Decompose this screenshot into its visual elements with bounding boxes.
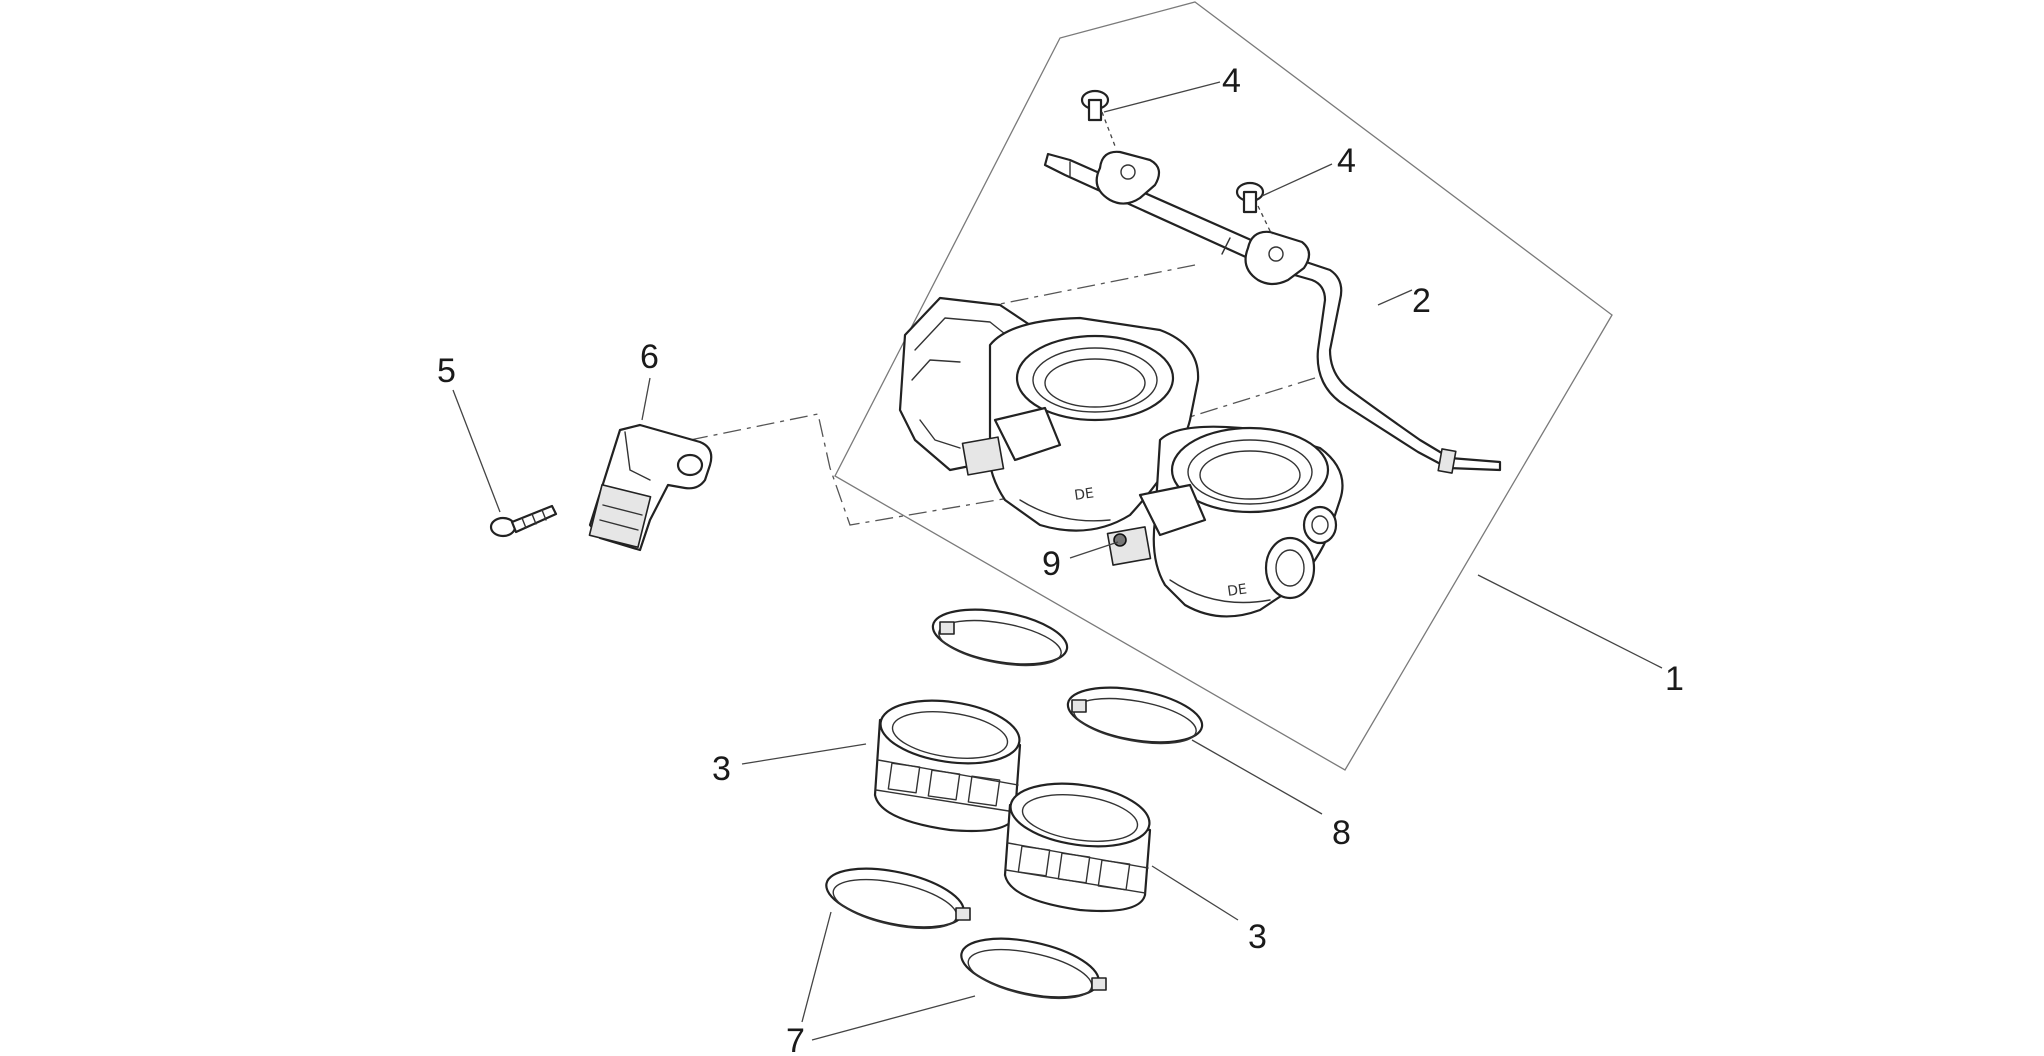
throttle-body: DE DE [898,296,1344,618]
clamp-upper-left [931,608,1069,667]
callout-7: 7 [786,1022,805,1056]
intake-sleeve-left [873,699,1022,833]
assembly-group-frame [834,1,1613,771]
callouts: 1 2 3 3 4 4 5 6 7 8 9 [437,62,1684,1056]
callout-2: 2 [1412,282,1431,320]
callout-3a: 3 [712,750,731,788]
callout-4a: 4 [1222,62,1241,100]
sensor-screw [489,504,558,538]
intake-sleeve-right [1003,782,1152,913]
fuel-rail [1043,150,1502,474]
svg-text:DE: DE [1073,485,1095,504]
callout-1: 1 [1665,660,1684,698]
clamp-lower-right [960,937,1107,1000]
rail-screw-upper [1080,89,1116,147]
callout-9: 9 [1042,545,1061,583]
callout-8: 8 [1332,814,1351,852]
leader-lines [452,81,1663,1041]
callout-6: 6 [640,338,659,376]
map-sensor [588,423,713,552]
callout-5: 5 [437,352,456,390]
svg-text:DE: DE [1226,581,1248,600]
alignment-lines [689,264,1316,526]
clamp-upper-right [1066,686,1204,745]
rail-screw-lower [1235,181,1273,236]
clamp-lower-left [825,867,971,930]
callout-3b: 3 [1248,918,1267,956]
callout-4b: 4 [1337,142,1356,180]
